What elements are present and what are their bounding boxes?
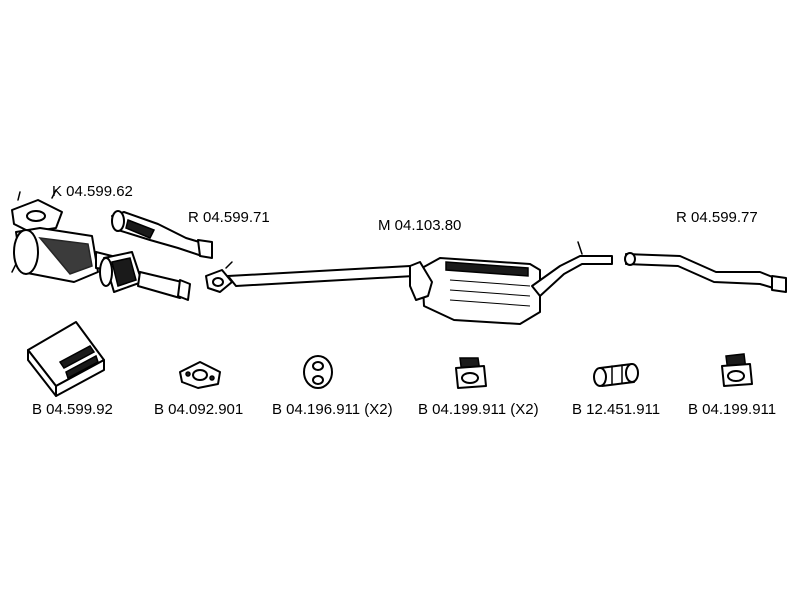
pipe-clamp-part[interactable] <box>593 363 639 387</box>
rubber-mount-b-part[interactable] <box>455 357 487 389</box>
tail-pipe-part[interactable] <box>624 252 787 293</box>
rubber-mount-a-label: B 04.196.911 (X2) <box>272 401 393 418</box>
middle-silencer-label: M 04.103.80 <box>378 217 462 234</box>
catalytic-converter-part[interactable] <box>11 189 191 301</box>
gasket-label: B 04.092.901 <box>154 401 244 418</box>
gasket-part[interactable] <box>179 361 221 389</box>
mounting-kit-part[interactable] <box>27 321 105 397</box>
rubber-mount-c-part[interactable] <box>721 353 753 387</box>
tail-pipe-label: R 04.599.77 <box>676 209 758 226</box>
rubber-mount-c-label: B 04.199.911 <box>688 401 777 418</box>
pipe-clamp-label: B 12.451.911 <box>572 401 661 418</box>
rubber-mount-a-part[interactable] <box>303 355 333 389</box>
front-pipe-label: R 04.599.71 <box>188 209 270 226</box>
catalyst-label: K 04.599.62 <box>52 183 133 200</box>
rubber-mount-b-label: B 04.199.911 (X2) <box>418 401 539 418</box>
mounting-kit-label: B 04.599.92 <box>32 401 113 418</box>
middle-silencer-part[interactable] <box>205 241 613 325</box>
front-pipe-part[interactable] <box>111 210 213 259</box>
